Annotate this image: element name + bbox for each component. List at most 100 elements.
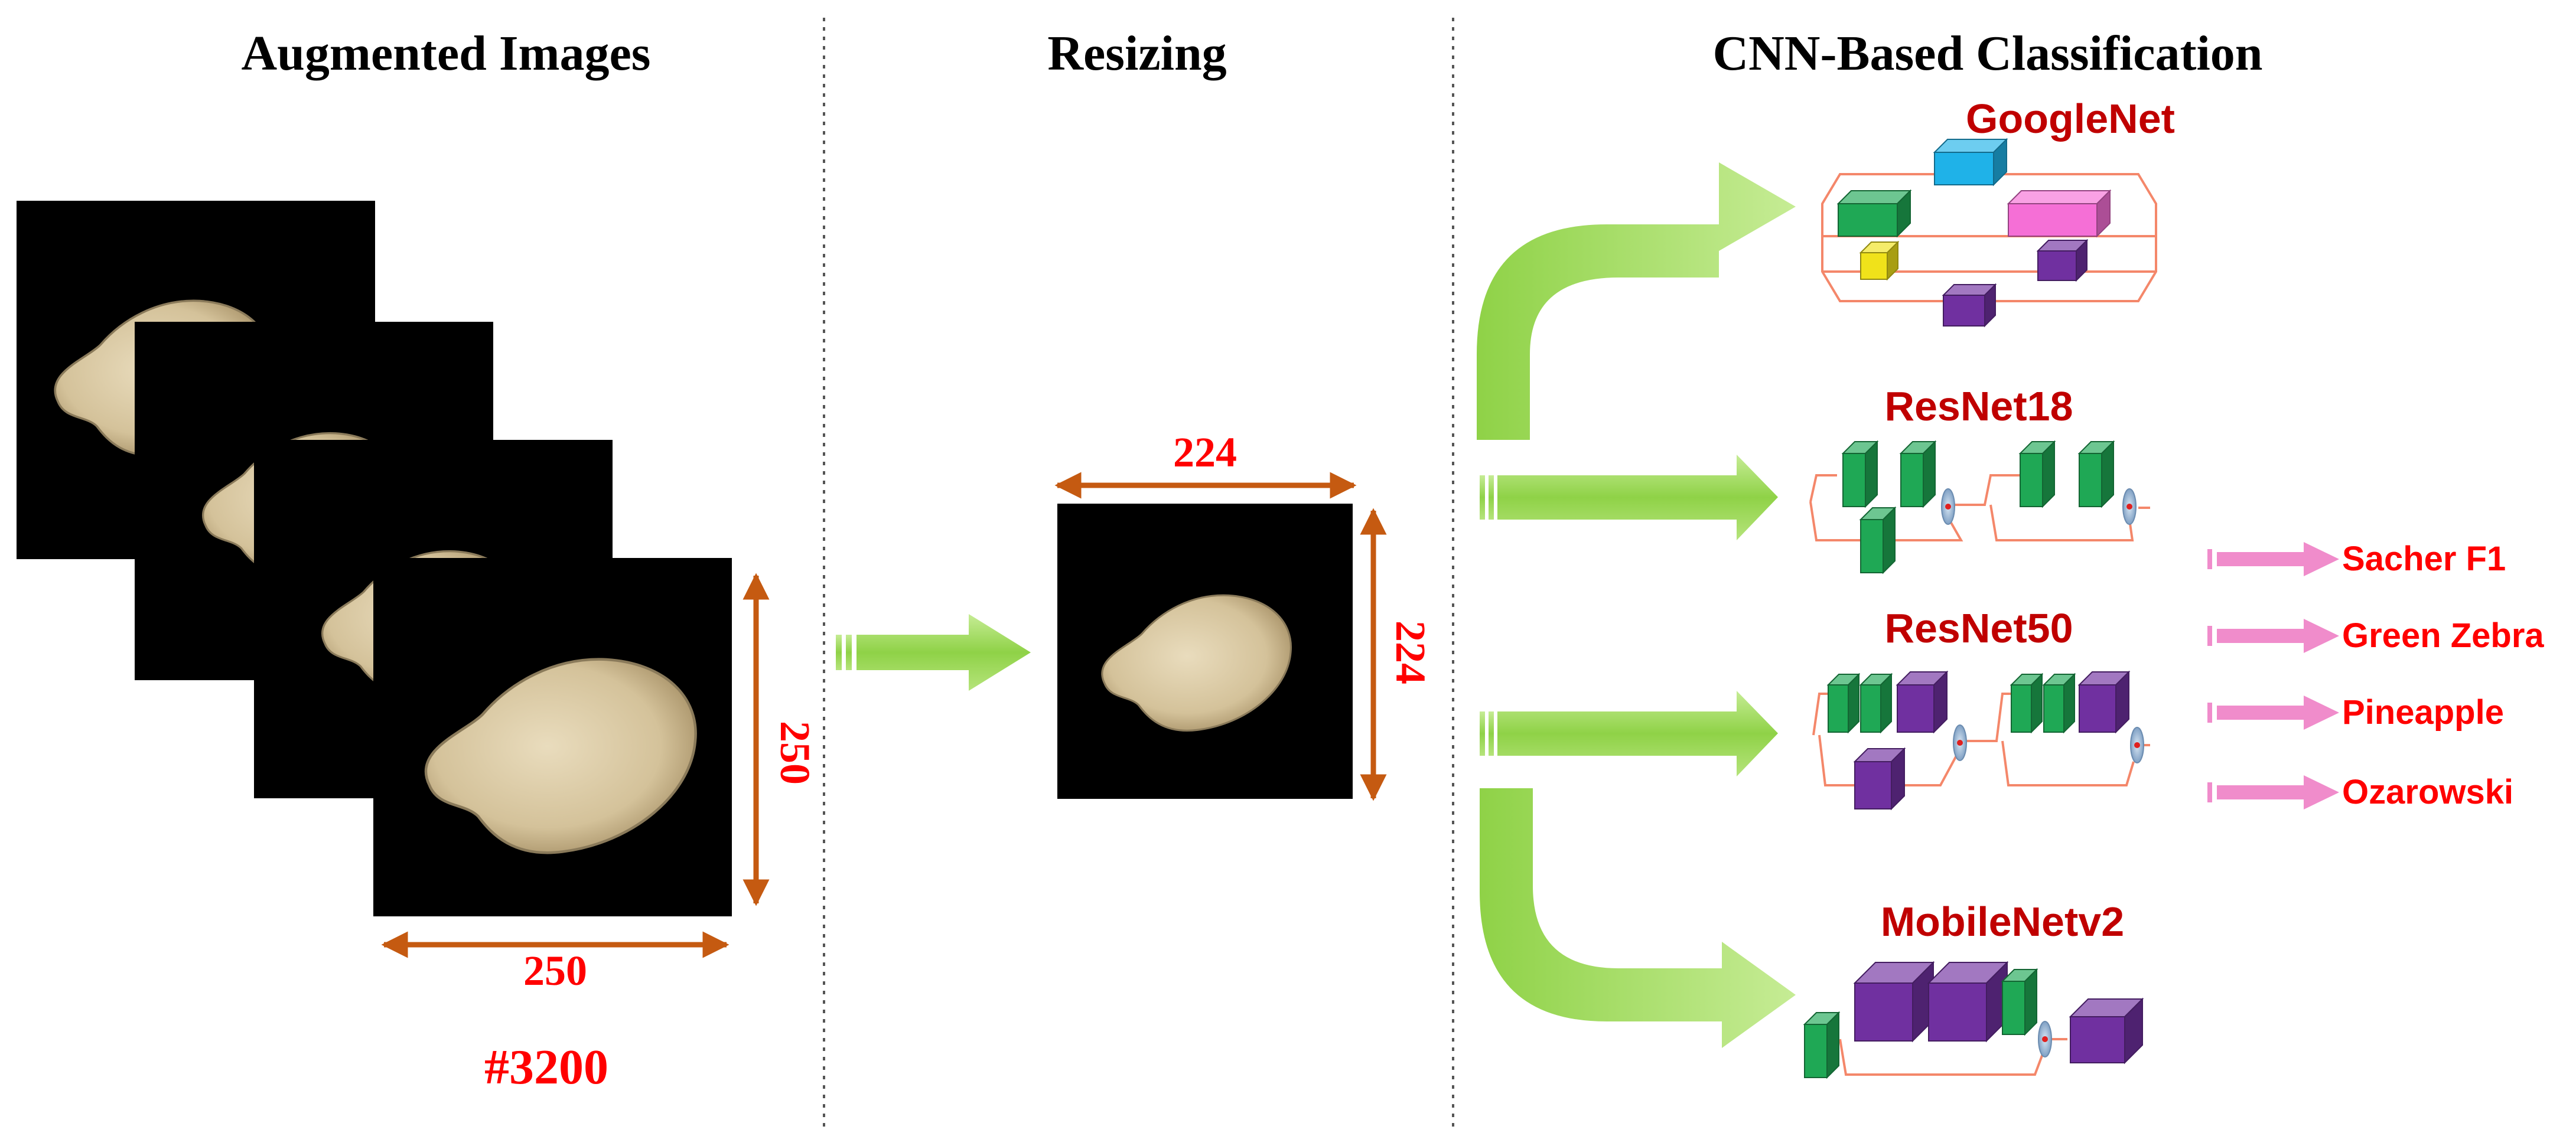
cube-front: [2079, 453, 2102, 507]
block-purple: [1853, 961, 1935, 1043]
output-class-3: Pineapple: [2207, 693, 2504, 732]
class-label: Pineapple: [2342, 693, 2504, 732]
model-label-mobilenetv2: MobileNetv2: [1881, 899, 2124, 945]
cube-front: [1934, 152, 1994, 185]
seed-shape: [1101, 594, 1292, 732]
cube-front: [1943, 295, 1985, 327]
input-height-label: 250: [771, 721, 819, 785]
class-label: Ozarowski: [2342, 773, 2513, 811]
cube-front: [1860, 684, 1881, 733]
cube-front: [2008, 203, 2098, 237]
output-class-4: Ozarowski: [2207, 773, 2513, 811]
addition-dot: [2126, 504, 2132, 510]
addition-node: [1953, 724, 1967, 761]
block-pink: [2007, 189, 2112, 238]
cube-top: [2007, 190, 2112, 204]
class-arrow-marker: [2207, 626, 2212, 646]
cube-side: [1923, 440, 1936, 508]
cube-side: [2031, 673, 2043, 734]
cube-front: [2002, 981, 2025, 1035]
cube-front: [1828, 684, 1849, 733]
class-arrow: [2217, 696, 2339, 730]
model-label-resnet50: ResNet50: [1884, 605, 2073, 651]
seed-body: [1101, 594, 1292, 732]
cube-front: [2079, 684, 2116, 733]
block-green: [2077, 440, 2115, 508]
resized-width-label: 224: [1173, 429, 1237, 476]
flow-arrow-to-resize: [836, 614, 1031, 691]
connector-line: [1962, 693, 2011, 742]
cube-front: [1860, 519, 1884, 573]
block-green: [1841, 440, 1879, 508]
cube-front: [1842, 453, 1866, 507]
block-green: [1859, 506, 1897, 574]
class-arrow-marker: [2207, 549, 2212, 569]
cube-side: [1848, 673, 1859, 734]
seed-body: [424, 658, 697, 854]
output-class-2: Green Zebra: [2207, 616, 2544, 655]
block-purple: [1942, 283, 1997, 328]
block-blue: [1933, 138, 2008, 187]
block-purple: [1853, 747, 1906, 811]
cube-side: [1865, 440, 1878, 508]
input-width-label: 250: [523, 947, 587, 994]
output-class-1: Sacher F1: [2207, 540, 2506, 578]
class-label: Green Zebra: [2342, 616, 2544, 655]
resized-height-label: 224: [1387, 621, 1434, 684]
cube-front: [1860, 252, 1888, 280]
cube-front: [2011, 684, 2032, 733]
augmented-image-4: [373, 558, 732, 916]
class-arrow: [2217, 542, 2339, 576]
cube-front: [1928, 982, 1987, 1042]
cube-front: [2037, 250, 2077, 281]
connector-line: [1809, 474, 1837, 502]
cube-front: [2020, 453, 2043, 507]
block-green: [1836, 189, 1912, 238]
model-label-googlenet: GoogleNet: [1966, 96, 2175, 142]
cube-front: [2043, 684, 2064, 733]
connector-line: [1812, 693, 1828, 736]
block-green: [1859, 673, 1893, 734]
cube-front: [1854, 761, 1892, 809]
connector-line: [1839, 1039, 2045, 1076]
header-cnn-classification: CNN-Based Classification: [1712, 26, 2262, 81]
connector-line: [1989, 504, 2134, 541]
class-arrow-marker: [2207, 703, 2212, 723]
header-augmented-images: Augmented Images: [242, 26, 651, 81]
cube-side: [1826, 1011, 1839, 1079]
flow-arrow-to-googlenet: [1477, 162, 1796, 440]
block-purple: [2069, 997, 2144, 1065]
addition-node: [1941, 488, 1955, 525]
block-green: [2018, 440, 2056, 508]
cube-front: [1838, 203, 1898, 237]
block-green: [1899, 440, 1937, 508]
cube-side: [2101, 440, 2114, 508]
cube-side: [2024, 968, 2037, 1036]
cube-side: [2063, 673, 2075, 734]
connector-line: [1949, 474, 2020, 506]
block-green: [2010, 673, 2044, 734]
class-arrow: [2217, 775, 2339, 809]
class-arrow: [2217, 619, 2339, 653]
cube-front: [1804, 1024, 1828, 1078]
cube-front: [1897, 684, 1935, 733]
addition-dot: [1945, 504, 1951, 510]
cube-side: [1880, 673, 1892, 734]
connector-line: [2001, 740, 2135, 786]
block-green: [1826, 673, 1861, 734]
cube-side: [1883, 506, 1896, 574]
block-purple: [1896, 670, 1949, 734]
addition-node: [2038, 1021, 2052, 1057]
block-green: [2042, 673, 2076, 734]
cube-front: [1854, 982, 1913, 1042]
addition-node: [2130, 727, 2144, 763]
block-green: [2001, 968, 2038, 1036]
addition-dot: [1957, 740, 1963, 746]
block-purple: [2036, 239, 2089, 282]
class-label: Sacher F1: [2342, 540, 2506, 578]
cube-side: [2042, 440, 2055, 508]
cube-front: [1900, 453, 1924, 507]
resized-image: [1057, 504, 1353, 799]
mobilenetv2-architecture: [1803, 961, 2144, 1079]
